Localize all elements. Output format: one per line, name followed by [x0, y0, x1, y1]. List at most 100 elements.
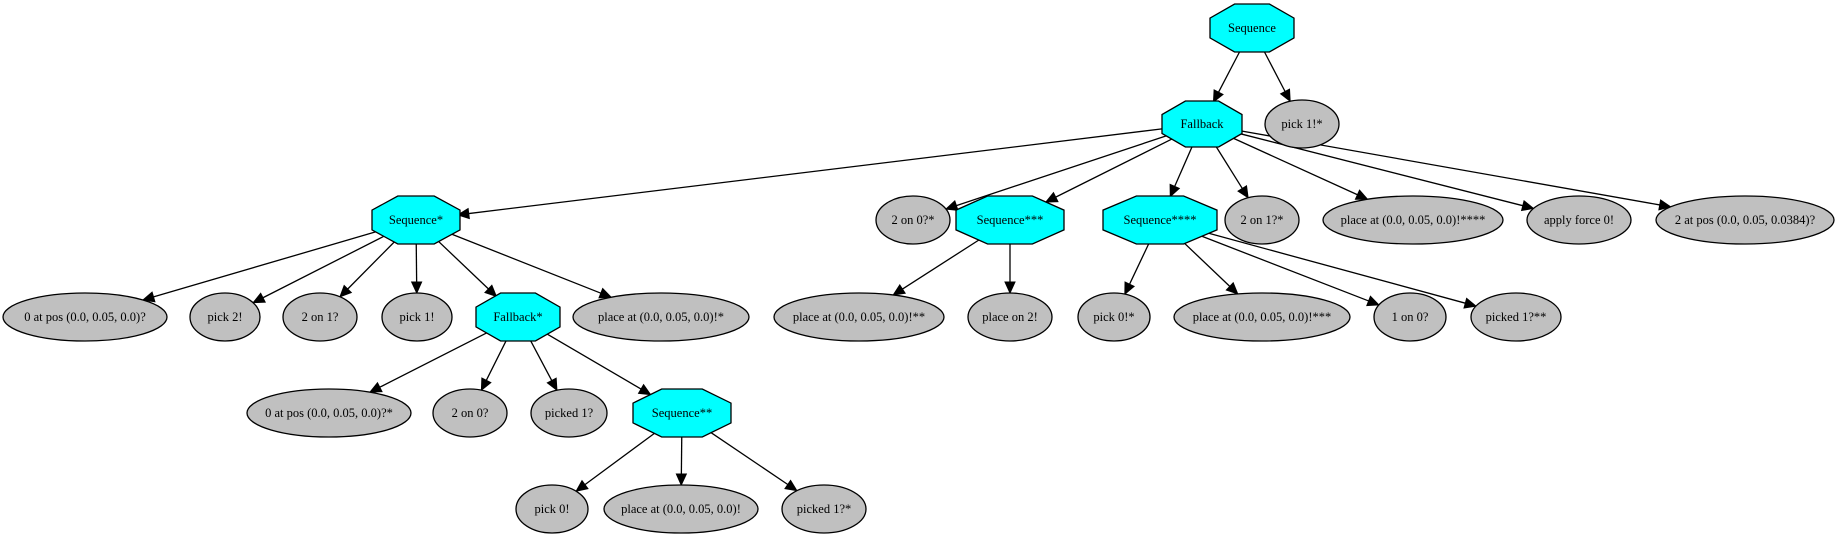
ellipse-shape	[2, 292, 168, 342]
ellipse-shape	[515, 484, 589, 534]
ellipse-shape	[875, 195, 951, 245]
arrowhead	[546, 377, 558, 392]
edge-line	[347, 240, 396, 290]
ellipse-shape	[282, 292, 358, 342]
octagon-shape	[1102, 195, 1218, 245]
edge-line	[485, 339, 508, 381]
ellipse-shape	[572, 292, 750, 342]
ellipse-shape	[603, 484, 759, 534]
arrowhead	[1520, 199, 1535, 212]
control-node-sequence: Sequence**	[632, 388, 732, 438]
node-label: pick 1!*	[1281, 117, 1322, 131]
arrowhead	[141, 291, 156, 303]
node-label: Sequence****	[1124, 213, 1197, 227]
edge-n5-n17	[892, 239, 980, 296]
control-node-sequence: Sequence	[1209, 3, 1295, 53]
leaf-node-1-on-0: 1 on 0?	[1373, 292, 1447, 342]
control-node-fallback: Fallback*	[475, 292, 561, 342]
leaf-node-pick-0: pick 0!	[515, 484, 589, 534]
leaf-node-picked-1: picked 1?	[530, 388, 608, 438]
node-label: pick 2!	[207, 310, 242, 324]
arrowhead	[944, 199, 959, 211]
edge-line	[1128, 243, 1150, 285]
arrowhead	[1225, 281, 1239, 295]
arrowhead	[252, 292, 266, 304]
node-label: pick 0!	[534, 502, 569, 516]
arrowhead	[637, 383, 652, 396]
node-label: 2 on 1?	[302, 310, 339, 324]
edge-n15-n25	[529, 339, 558, 392]
arrowhead	[1237, 184, 1249, 199]
ellipse-shape	[1264, 99, 1340, 149]
edge-line	[1055, 138, 1173, 198]
edge-n6-n19	[1124, 243, 1150, 296]
node-label: Fallback*	[493, 310, 542, 324]
arrowhead	[598, 287, 613, 299]
edge-line	[379, 332, 487, 388]
node-label: picked 1?**	[1486, 310, 1547, 324]
leaf-node-place-at-0-0-0-05-0-0: place at (0.0, 0.05, 0.0)!****	[1322, 195, 1504, 245]
octagon-shape	[955, 195, 1065, 245]
edge-line	[468, 127, 1165, 215]
ellipse-shape	[1173, 292, 1351, 342]
node-label: place at (0.0, 0.05, 0.0)!*	[598, 310, 724, 324]
octagon-shape	[475, 292, 561, 342]
node-label: Sequence*	[389, 213, 443, 227]
arrowhead	[575, 479, 589, 492]
leaf-node-place-at-0-0-0-05-0-0: place at (0.0, 0.05, 0.0)!***	[1173, 292, 1351, 342]
edge-line	[529, 339, 553, 381]
ellipse-shape	[1526, 195, 1632, 245]
ellipse-shape	[189, 292, 261, 342]
octagon-shape	[632, 388, 732, 438]
edge-line	[547, 333, 642, 390]
node-label: pick 1!	[399, 310, 434, 324]
leaf-node-2-on-1: 2 on 1?*	[1224, 195, 1300, 245]
octagon-shape	[1209, 3, 1295, 53]
edge-n1-n3	[456, 127, 1165, 220]
edge-line	[451, 233, 602, 294]
arrowhead	[480, 377, 492, 392]
leaf-node-pick-1: pick 1!	[381, 292, 453, 342]
edge-n26-n27	[575, 432, 656, 492]
arrowhead	[368, 381, 383, 393]
arrowhead	[410, 281, 423, 295]
leaf-node-place-on-2: place on 2!	[967, 292, 1053, 342]
edge-n3-n14	[410, 243, 423, 295]
ellipse-shape	[1373, 292, 1447, 342]
leaf-node-pick-1: pick 1!*	[1264, 99, 1340, 149]
node-label: picked 1?	[545, 406, 594, 420]
edge-line	[1263, 50, 1286, 92]
leaf-node-0-at-pos-0-0-0-05-0-0: 0 at pos (0.0, 0.05, 0.0)?*	[246, 388, 412, 438]
edge-line	[1174, 146, 1193, 187]
leaf-node-pick-0: pick 0!*	[1077, 292, 1151, 342]
node-label: Sequence**	[652, 406, 712, 420]
edge-n5-n18	[1004, 243, 1016, 295]
leaf-node-place-at-0-0-0-05-0-0: place at (0.0, 0.05, 0.0)!*	[572, 292, 750, 342]
arrowhead	[1212, 89, 1224, 104]
edge-n1-n8	[1233, 137, 1369, 200]
leaf-node-picked-1: picked 1?**	[1470, 292, 1562, 342]
node-label: place at (0.0, 0.05, 0.0)!***	[1193, 310, 1332, 324]
leaf-node-apply-force-0: apply force 0!	[1526, 195, 1632, 245]
node-label: Sequence***	[977, 213, 1044, 227]
leaf-node-2-on-0: 2 on 0?	[432, 388, 508, 438]
edge-line	[437, 240, 489, 290]
edge-n1-n4	[944, 134, 1168, 211]
edge-n3-n16	[451, 233, 613, 299]
edge-line	[710, 431, 789, 486]
ellipse-shape	[1470, 292, 1562, 342]
edge-n15-n24	[480, 339, 508, 392]
node-label: 1 on 0?	[1392, 310, 1429, 324]
edge-n3-n11	[141, 230, 378, 303]
arrowhead	[784, 479, 798, 492]
node-label: apply force 0!	[1544, 213, 1614, 227]
arrowhead	[1124, 281, 1135, 296]
node-label: Fallback	[1180, 117, 1224, 131]
edge-line	[1217, 50, 1241, 93]
ellipse-shape	[967, 292, 1053, 342]
ellipse-shape	[530, 388, 608, 438]
control-node-sequence: Sequence***	[955, 195, 1065, 245]
octagon-shape	[371, 195, 461, 245]
node-label: place at (0.0, 0.05, 0.0)!****	[1341, 213, 1486, 227]
